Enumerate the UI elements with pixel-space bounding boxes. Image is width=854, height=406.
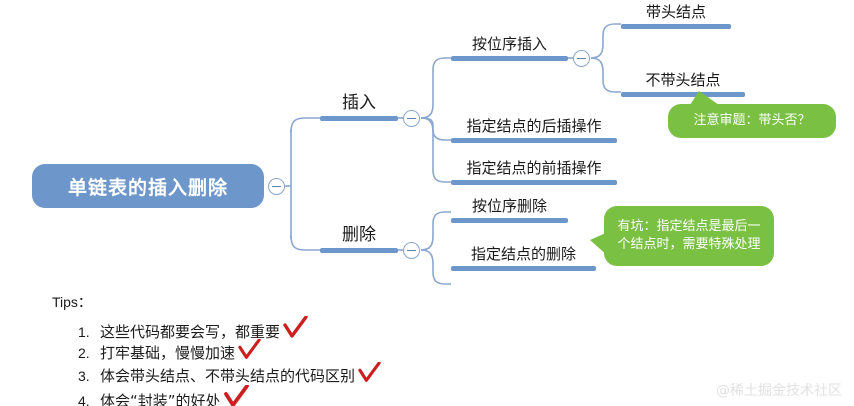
node-delete-specified-node-underline (451, 266, 596, 271)
node-insert-after-node-label: 指定结点的后插操作 (466, 117, 602, 136)
node-insert-before-node-underline (451, 180, 617, 185)
checkmark-icon (223, 384, 250, 406)
node-delete-label: 删除 (342, 225, 376, 246)
node-with-head-node-label: 带头结点 (645, 3, 706, 22)
tips-item-text: 打牢基础，慢慢加速 (100, 344, 236, 362)
tips-item-text: 这些代码都要会写，都重要 (100, 323, 281, 341)
tips-item-number: 1. (78, 324, 90, 340)
node-with-head-node-underline (621, 24, 731, 29)
tips-item-text: 体会“封装”的好处 (100, 392, 221, 406)
callout-tail-icon (690, 91, 719, 105)
callout-tail-icon (590, 232, 608, 256)
node-insert-underline (320, 116, 398, 121)
tips-item-number: 4. (78, 393, 90, 406)
node-without-head-node[interactable]: 不带头结点 (621, 71, 745, 97)
checkmark-icon (238, 338, 262, 365)
node-without-head-node-label: 不带头结点 (645, 71, 721, 90)
collapse-toggle-delete[interactable] (403, 242, 420, 259)
node-delete-specified-node-label: 指定结点的删除 (470, 245, 576, 264)
node-insert-by-position[interactable]: 按位序插入 (451, 35, 568, 61)
tips-title: Tips： (52, 294, 92, 310)
collapse-toggle-insert[interactable] (403, 110, 420, 127)
callout-last-node-pitfall[interactable]: 有坑：指定结点是最后一个结点时，需要特殊处理 (590, 206, 774, 266)
checkmark-icon (283, 315, 309, 344)
root-node-label: 单链表的插入删除 (67, 176, 228, 199)
node-insert-before-node-label: 指定结点的前插操作 (466, 159, 602, 178)
checkmark-icon (358, 361, 382, 388)
node-with-head-node[interactable]: 带头结点 (621, 3, 731, 29)
node-insert-after-node-underline (451, 138, 617, 143)
tips-item-text: 体会带头结点、不带头结点的代码区别 (100, 367, 356, 385)
callout-last-node-pitfall-text: 有坑：指定结点是最后一个结点时，需要特殊处理 (617, 219, 761, 252)
node-insert-by-position-label: 按位序插入 (471, 35, 547, 54)
tips-item: 2. 打牢基础，慢慢加速 (78, 336, 382, 362)
node-delete-by-position-underline (451, 218, 568, 223)
node-delete-underline (320, 248, 398, 253)
node-insert-before-node[interactable]: 指定结点的前插操作 (451, 159, 617, 185)
tips-item: 3. 体会带头结点、不带头结点的代码区别 (78, 359, 382, 385)
tips-item: 4. 体会“封装”的好处 (78, 382, 382, 406)
node-insert-by-position-underline (451, 56, 568, 61)
watermark: @稀土掘金技术社区 (716, 383, 842, 399)
node-insert[interactable]: 插入 (320, 93, 398, 121)
node-delete[interactable]: 删除 (320, 225, 398, 253)
tips-item: 1. 这些代码都要会写，都重要 (78, 313, 382, 341)
tips-item-number: 3. (78, 368, 90, 384)
tips-block: Tips： 1. 这些代码都要会写，都重要 2. 打牢基础，慢慢加速 3. 体会… (52, 292, 382, 406)
root-node[interactable]: 单链表的插入删除 (32, 164, 264, 208)
node-delete-by-position[interactable]: 按位序删除 (451, 197, 568, 223)
callout-check-head-node[interactable]: 注意审题：带头否？ (668, 91, 836, 138)
node-delete-by-position-label: 按位序删除 (471, 197, 547, 216)
tips-item-number: 2. (78, 345, 90, 361)
node-insert-after-node[interactable]: 指定结点的后插操作 (451, 117, 617, 143)
node-insert-label: 插入 (342, 93, 376, 114)
collapse-toggle-insert-by-position[interactable] (573, 50, 590, 67)
node-without-head-node-underline (621, 92, 745, 97)
callout-check-head-node-text: 注意审题：带头否？ (693, 113, 811, 129)
node-delete-specified-node[interactable]: 指定结点的删除 (451, 245, 596, 271)
collapse-toggle-root[interactable] (268, 178, 285, 195)
